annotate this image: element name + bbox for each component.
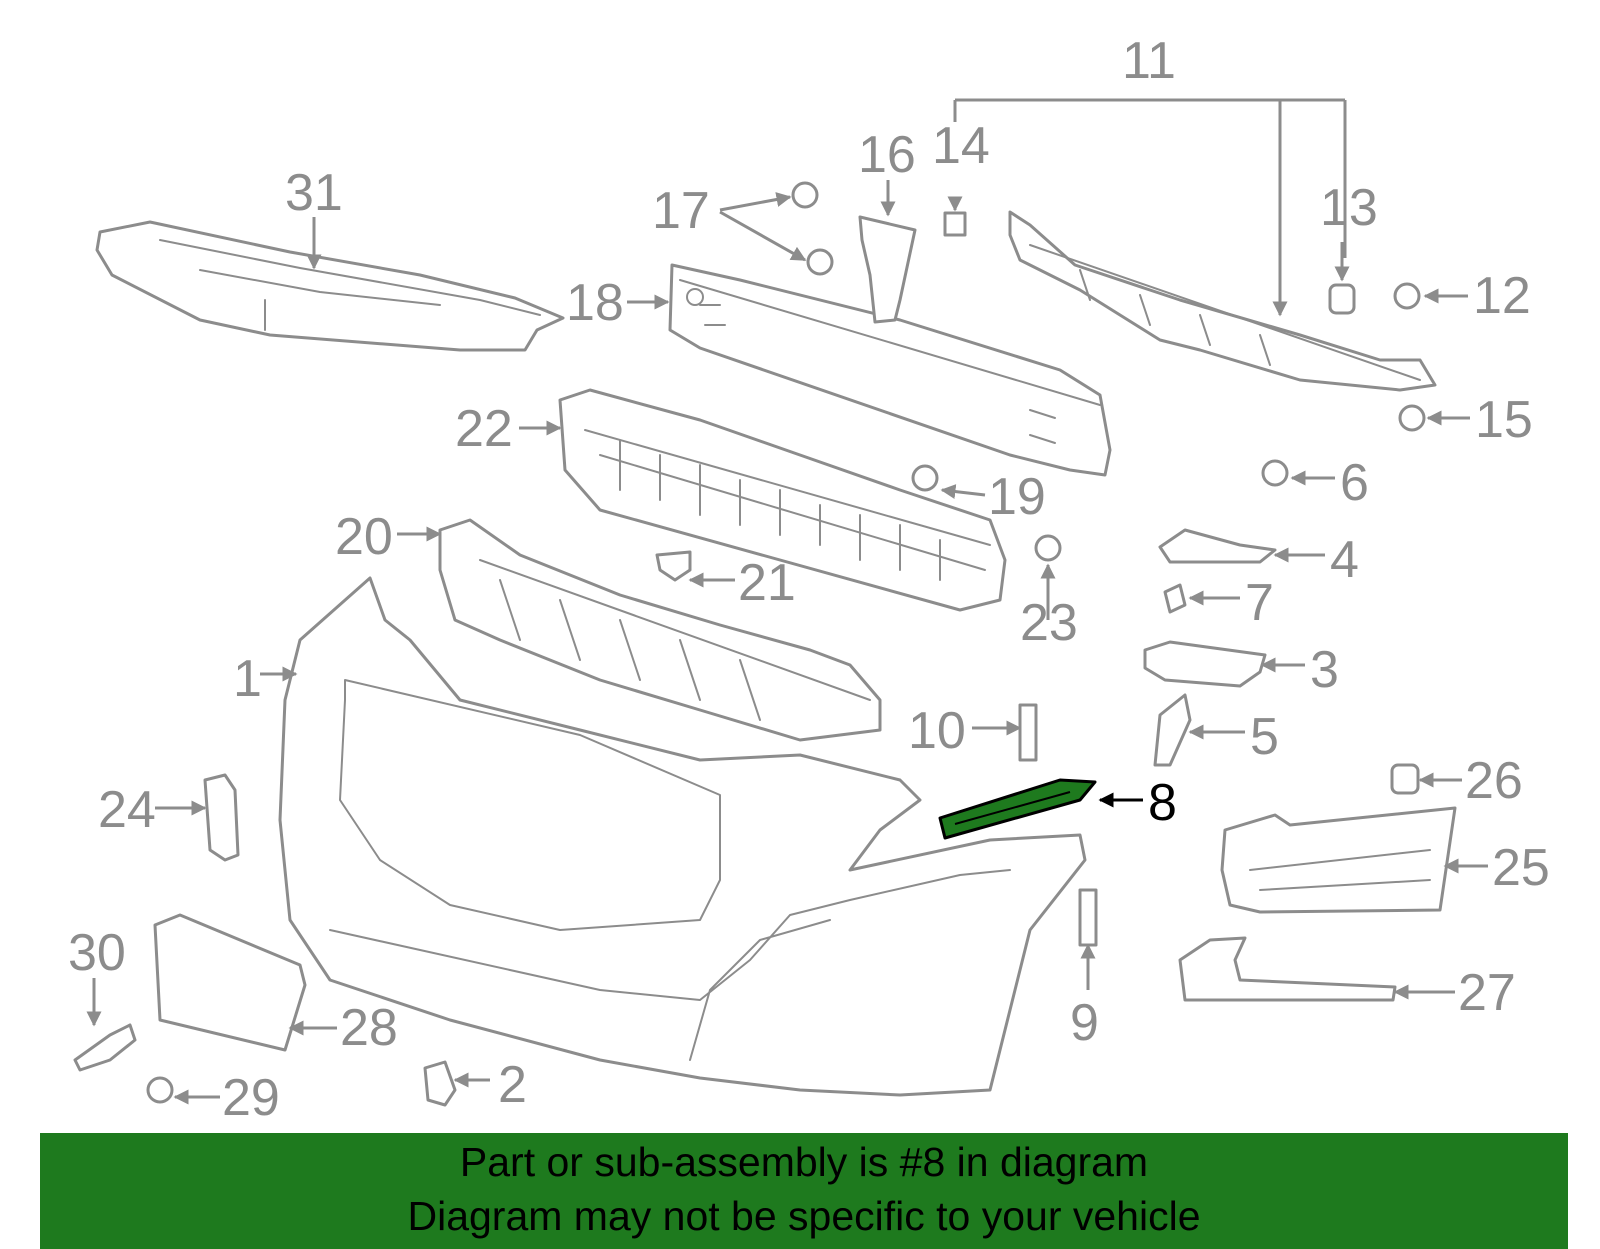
- part-22-absorber[interactable]: [558, 388, 1007, 612]
- callout-23[interactable]: 23: [1020, 594, 1078, 652]
- part-30-pushpin[interactable]: [73, 1023, 137, 1072]
- callout-24[interactable]: 24: [98, 781, 156, 839]
- callout-6[interactable]: 6: [1340, 454, 1369, 512]
- part-1-bumper-cover[interactable]: [278, 576, 1087, 1097]
- callout-21[interactable]: 21: [738, 554, 796, 612]
- callout-13[interactable]: 13: [1320, 179, 1378, 237]
- callout-27[interactable]: 27: [1458, 964, 1516, 1022]
- part-26-clip[interactable]: [1390, 763, 1420, 795]
- callout-1[interactable]: 1: [233, 650, 262, 708]
- callout-30[interactable]: 30: [68, 924, 126, 982]
- part-21-bracket[interactable]: [655, 550, 692, 582]
- callout-17[interactable]: 17: [652, 182, 710, 240]
- callout-28[interactable]: 28: [340, 999, 398, 1057]
- left-side-parts: [153, 550, 692, 1052]
- info-banner: Part or sub-assembly is #8 in diagram Di…: [40, 1133, 1568, 1249]
- callout-10[interactable]: 10: [908, 702, 966, 760]
- part-6-screw[interactable]: [1261, 459, 1289, 487]
- part-10-stud[interactable]: [1018, 703, 1038, 762]
- part-17-bolt-a[interactable]: [791, 181, 819, 209]
- part-13-clip[interactable]: [1328, 283, 1356, 315]
- part-27-molding[interactable]: [1178, 936, 1397, 1002]
- part-19-bolt[interactable]: [911, 464, 939, 492]
- part-28-plate-bracket[interactable]: [153, 913, 307, 1052]
- callout-15[interactable]: 15: [1475, 391, 1533, 449]
- callout-31[interactable]: 31: [285, 164, 343, 222]
- part-11-tie-bar[interactable]: [1008, 210, 1437, 392]
- part-24-cover[interactable]: [203, 773, 240, 862]
- banner-line-1: Part or sub-assembly is #8 in diagram: [459, 1139, 1149, 1185]
- part-4-bracket[interactable]: [1158, 528, 1277, 564]
- part-7-pad[interactable]: [1163, 583, 1187, 614]
- leader-lines: [86, 98, 1488, 1105]
- callout-2[interactable]: 2: [498, 1056, 527, 1114]
- part-23-screw[interactable]: [1034, 534, 1062, 562]
- callout-4[interactable]: 4: [1330, 531, 1359, 589]
- callout-5[interactable]: 5: [1250, 708, 1279, 766]
- right-side-parts: [1143, 528, 1457, 1002]
- part-20-grille-support[interactable]: [438, 518, 882, 742]
- callout-20[interactable]: 20: [335, 508, 393, 566]
- part-12-bolt[interactable]: [1393, 282, 1421, 310]
- callout-11[interactable]: 11: [1122, 32, 1176, 90]
- callout-29[interactable]: 29: [222, 1069, 280, 1127]
- callout-7[interactable]: 7: [1245, 574, 1274, 632]
- callout-9[interactable]: 9: [1070, 994, 1099, 1052]
- callout-18[interactable]: 18: [566, 274, 624, 332]
- callout-12[interactable]: 12: [1473, 267, 1531, 325]
- part-29-screw[interactable]: [146, 1076, 174, 1104]
- part-3-bracket[interactable]: [1143, 640, 1267, 688]
- part-17-bolt-b[interactable]: [806, 248, 834, 276]
- callout-22[interactable]: 22: [455, 400, 513, 458]
- part-15-grommet[interactable]: [1398, 404, 1426, 432]
- part-14-nut[interactable]: [943, 211, 967, 237]
- callout-26[interactable]: 26: [1465, 752, 1523, 810]
- part-9-stud[interactable]: [1078, 888, 1098, 947]
- callout-3[interactable]: 3: [1310, 641, 1339, 699]
- part-16-bracket[interactable]: [858, 215, 917, 324]
- callout-16[interactable]: 16: [858, 126, 916, 184]
- callout-19[interactable]: 19: [988, 468, 1046, 526]
- part-31-deflector[interactable]: [95, 220, 565, 352]
- part-2-clip[interactable]: [423, 1060, 457, 1107]
- callout-14[interactable]: 14: [932, 117, 990, 175]
- fasteners: [73, 181, 1426, 1107]
- callout-labels: 1 2 3 4 5 6 7 8 9 10 11 12 13 14 15 16 1…: [68, 32, 1550, 1127]
- callout-8-highlighted[interactable]: 8: [1148, 774, 1177, 832]
- banner-line-2: Diagram may not be specific to your vehi…: [407, 1193, 1201, 1239]
- callout-25[interactable]: 25: [1492, 839, 1550, 897]
- part-8-bracket-highlighted[interactable]: [938, 778, 1097, 840]
- part-5-pushpin[interactable]: [1153, 693, 1192, 767]
